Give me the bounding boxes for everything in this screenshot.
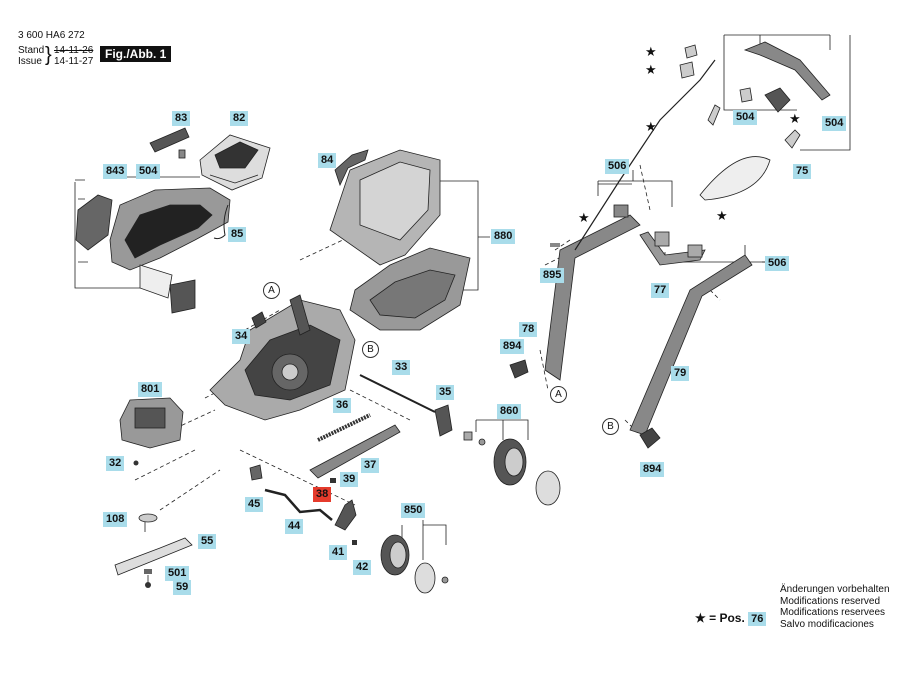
part-label-504: 504 <box>822 116 847 131</box>
part-label-895: 895 <box>540 268 565 283</box>
part-label-77: 77 <box>651 283 670 298</box>
part-label-850: 850 <box>401 503 426 518</box>
callout-b: B <box>602 418 619 435</box>
part-label-504: 504 <box>733 110 758 125</box>
part-label-39: 39 <box>340 472 359 487</box>
star-icon: ★ <box>645 119 657 134</box>
part-label-42: 42 <box>353 560 372 575</box>
part-label-35: 35 <box>436 385 455 400</box>
star-icon: ★ <box>695 611 706 625</box>
doc-number: 3 600 HA6 272 <box>18 30 85 41</box>
figure-label: Fig./Abb. 1 <box>100 46 172 62</box>
callout-a: A <box>550 386 567 403</box>
star-icon: ★ <box>645 44 657 59</box>
modification-notes: Änderungen vorbehalten Modifications res… <box>780 584 890 630</box>
part-label-83: 83 <box>172 111 191 126</box>
part-label-506: 506 <box>605 159 630 174</box>
note-line: Modifications reserved <box>780 595 881 607</box>
part-label-801: 801 <box>138 382 163 397</box>
part-label-504: 504 <box>136 164 161 179</box>
part-label-34: 34 <box>232 329 251 344</box>
part-label-85: 85 <box>228 227 247 242</box>
callout-b: B <box>362 341 379 358</box>
part-label-843: 843 <box>103 164 128 179</box>
issue-date: 14-11-27 <box>54 56 94 67</box>
part-label-33: 33 <box>392 360 411 375</box>
part-label-38-highlighted: 38 <box>313 487 332 502</box>
note-line: Änderungen vorbehalten <box>780 584 890 595</box>
part-label-75: 75 <box>793 164 812 179</box>
part-label-32: 32 <box>106 456 125 471</box>
part-label-880: 880 <box>491 229 516 244</box>
star-icon: ★ <box>716 208 728 223</box>
part-label-82: 82 <box>230 111 249 126</box>
issue-label: Issue <box>18 56 42 67</box>
part-label-894: 894 <box>640 462 665 477</box>
part-label-506: 506 <box>765 256 790 271</box>
part-label-84: 84 <box>318 153 337 168</box>
part-label-860: 860 <box>497 404 522 419</box>
part-label-894: 894 <box>500 339 525 354</box>
brace: } <box>45 44 52 66</box>
part-label-55: 55 <box>198 534 217 549</box>
part-label-36: 36 <box>333 398 352 413</box>
note-line: Modifications reservees <box>780 607 886 618</box>
part-label-45: 45 <box>245 497 264 512</box>
note-line: Salvo modificaciones <box>780 618 874 630</box>
legend-part-number: 76 <box>748 612 767 626</box>
stand-label: Stand <box>18 45 45 56</box>
part-label-78: 78 <box>519 322 538 337</box>
star-legend: ★ = Pos. 76 <box>695 611 767 626</box>
stand-date: 14-11-26 <box>54 45 94 56</box>
part-label-501: 501 <box>165 566 190 581</box>
star-icon: ★ <box>789 111 801 126</box>
part-label-79: 79 <box>671 366 690 381</box>
part-label-59: 59 <box>173 580 192 595</box>
callout-a: A <box>263 282 280 299</box>
star-icon: ★ <box>578 210 590 225</box>
legend-prefix: = Pos. <box>709 611 745 625</box>
part-label-108: 108 <box>103 512 128 527</box>
part-label-44: 44 <box>285 519 304 534</box>
part-label-41: 41 <box>329 545 348 560</box>
part-label-37: 37 <box>361 458 380 473</box>
star-icon: ★ <box>645 62 657 77</box>
